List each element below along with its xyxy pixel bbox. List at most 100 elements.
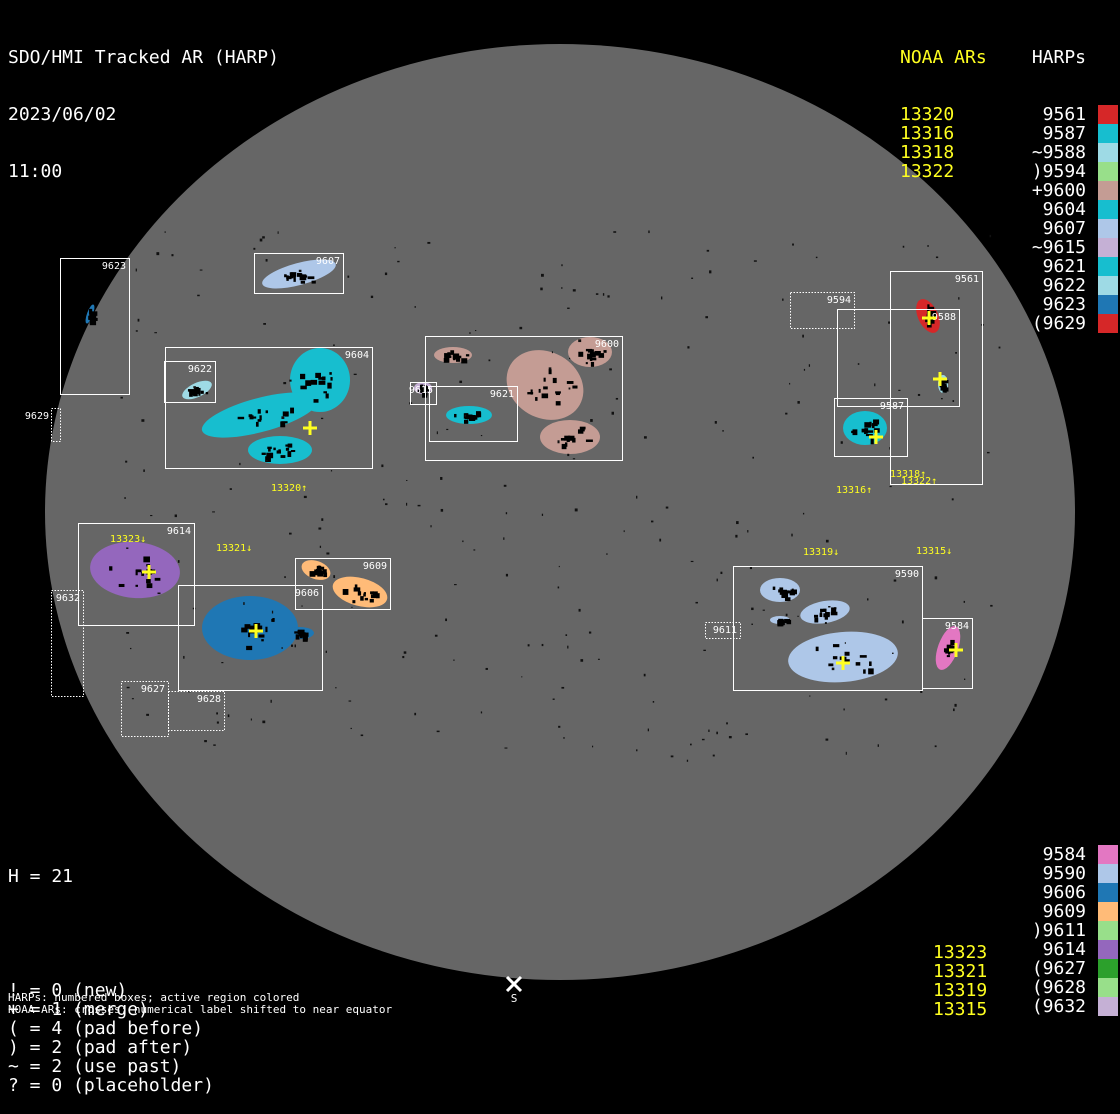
sunspot	[318, 380, 326, 385]
magnetic-speck	[572, 458, 576, 460]
harp-color-swatch	[1098, 883, 1118, 902]
sunspot	[298, 632, 306, 637]
sunspot	[789, 592, 795, 596]
sunspot	[564, 435, 571, 441]
harp-label: (9632	[1031, 996, 1086, 1017]
sunspot	[376, 593, 380, 599]
sunspot	[784, 597, 791, 602]
sunspot	[297, 629, 303, 634]
active-region-patch	[843, 411, 887, 445]
sunspot	[832, 644, 840, 648]
sunspot	[791, 588, 794, 594]
magnetic-speck	[762, 609, 765, 611]
sunspot	[146, 579, 151, 584]
magnetic-speck	[726, 722, 728, 725]
sunspot	[943, 648, 951, 653]
header: SDO/HMI Tracked AR (HARP) 2023/06/02 11:…	[8, 10, 279, 200]
magnetic-speck	[406, 502, 408, 506]
noaa-item: 13318	[900, 142, 955, 163]
south-marker-icon	[505, 975, 523, 993]
sunspot	[772, 586, 776, 590]
magnetic-speck	[802, 334, 804, 338]
sunspot	[109, 566, 113, 571]
sunspot	[587, 349, 594, 353]
harp-color-swatch	[1098, 181, 1118, 200]
harp-box: 9628	[168, 691, 225, 731]
sunspot	[192, 389, 195, 396]
magnetic-speck	[464, 414, 467, 417]
sunspot	[580, 427, 585, 432]
magnetic-speck	[714, 421, 717, 424]
sunspot	[943, 386, 947, 390]
sunspot	[527, 392, 534, 395]
magnetic-speck	[902, 245, 905, 248]
active-region-patch	[201, 392, 319, 438]
magnetic-speck	[720, 571, 723, 575]
magnetic-speck	[561, 264, 563, 267]
magnetic-speck	[131, 698, 134, 700]
harp-box: 9594	[790, 292, 855, 329]
time: 11:00	[8, 161, 63, 182]
harp-color-swatch	[1098, 959, 1118, 978]
sunspot	[864, 428, 869, 434]
harp-color-swatch	[1098, 295, 1118, 314]
magnetic-speck	[281, 647, 283, 649]
magnetic-speck	[791, 533, 793, 537]
sunspot	[851, 430, 857, 434]
harp-label: 9623	[1042, 294, 1086, 315]
sunspot	[278, 449, 281, 453]
stat-line: ) = 2 (pad after)	[8, 1037, 193, 1058]
noaa-header: NOAA ARs	[900, 47, 987, 68]
magnetic-speck	[259, 238, 263, 242]
sunspot	[587, 353, 591, 360]
magnetic-speck	[884, 698, 888, 701]
noaa-cross-icon	[922, 311, 936, 325]
magnetic-speck	[303, 495, 307, 499]
sunspot	[287, 451, 292, 457]
magnetic-speck	[651, 520, 654, 523]
noaa-cross-icon	[949, 643, 963, 657]
harp-legend-item: 9614	[978, 940, 1118, 959]
magnetic-speck	[503, 484, 507, 487]
magnetic-speck	[705, 316, 709, 319]
magnetic-speck	[602, 293, 605, 296]
harp-legend-item: 9587	[988, 124, 1118, 143]
harp-color-swatch	[1098, 219, 1118, 238]
magnetic-speck	[298, 269, 302, 272]
active-region-patch	[800, 600, 850, 624]
sunspot	[844, 651, 850, 656]
sunspot	[831, 607, 837, 613]
sunspot	[255, 421, 259, 427]
harp-box: 9584	[922, 618, 973, 689]
sunspot	[782, 620, 785, 626]
sunspot	[779, 587, 784, 591]
magnetic-speck	[808, 364, 811, 367]
sunspot	[290, 407, 295, 414]
harp-box: 9604	[165, 347, 373, 469]
magnetic-speck	[998, 346, 1001, 349]
magnetic-speck	[351, 606, 353, 608]
sunspot	[561, 443, 567, 450]
harp-color-swatch	[1098, 257, 1118, 276]
magnetic-speck	[221, 662, 224, 664]
harp-color-swatch	[1098, 238, 1118, 257]
magnetic-speck	[917, 393, 921, 396]
magnetic-speck	[284, 576, 286, 579]
magnetic-speck	[281, 416, 285, 419]
magnetic-speck	[802, 512, 805, 515]
magnetic-speck	[135, 268, 137, 272]
harp-label: 9561	[1042, 104, 1086, 125]
magnetic-speck	[557, 440, 560, 444]
harp-legend-item: 9609	[978, 902, 1118, 921]
harp-color-swatch	[1098, 143, 1118, 162]
harp-legend-item: +9600	[988, 181, 1118, 200]
noaa-cross-icon	[869, 430, 883, 444]
magnetic-speck	[197, 294, 200, 297]
magnetic-speck	[129, 647, 132, 650]
magnetic-speck	[986, 451, 990, 454]
harp-label: ~9615	[1031, 237, 1086, 258]
sunspot	[865, 434, 873, 437]
sunspot	[313, 399, 319, 403]
sunspot	[284, 413, 289, 417]
